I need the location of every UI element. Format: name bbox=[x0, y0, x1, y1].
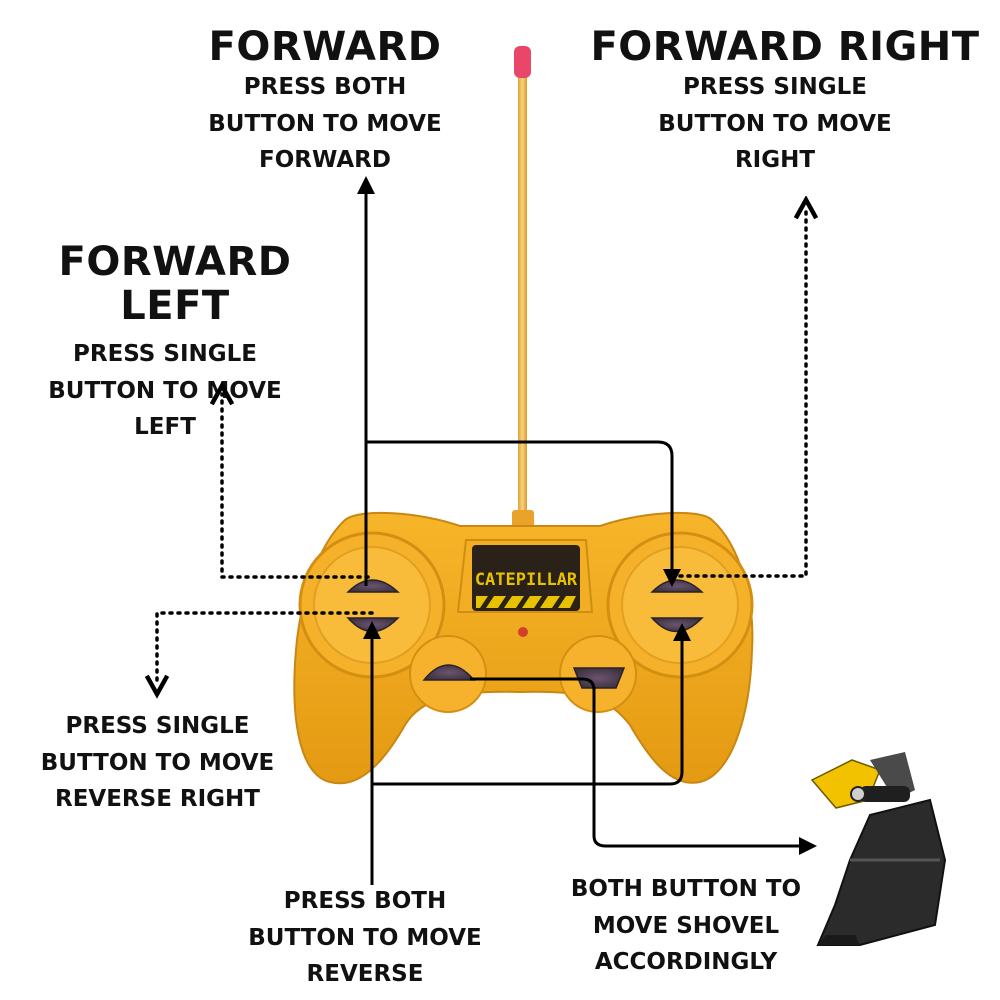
left-top-button[interactable] bbox=[346, 579, 400, 593]
forward-left-desc-line-3: LEFT bbox=[134, 414, 196, 440]
forward-right-desc-line-1: PRESS SINGLE bbox=[683, 74, 867, 100]
reverse-right-label: PRESS SINGLE BUTTON TO MOVE REVERSE RIGH… bbox=[20, 708, 295, 818]
reverse-label: PRESS BOTH BUTTON TO MOVE REVERSE bbox=[230, 883, 500, 993]
shovel-desc-line-1: BOTH BUTTON TO bbox=[570, 876, 802, 902]
forward-connector bbox=[366, 440, 681, 587]
shovel-bucket-image bbox=[810, 752, 947, 946]
brand-text: CATEPILLAR bbox=[475, 570, 578, 590]
forward-left-label: FORWARD LEFT PRESS SINGLE BUTTON TO MOVE… bbox=[0, 240, 350, 446]
antenna bbox=[512, 46, 534, 528]
forward-label: FORWARD PRESS BOTH BUTTON TO MOVE FORWAR… bbox=[190, 25, 460, 179]
shovel-right-button[interactable] bbox=[572, 667, 626, 689]
reverse-desc-line-3: REVERSE bbox=[306, 961, 424, 987]
forward-right-label: FORWARD RIGHT PRESS SINGLE BUTTON TO MOV… bbox=[585, 25, 985, 179]
forward-right-desc-line-3: RIGHT bbox=[734, 147, 816, 173]
forward-left-desc-line-2: BUTTON TO MOVE bbox=[48, 377, 282, 404]
forward-desc-line-1: PRESS BOTH bbox=[243, 74, 407, 100]
forward-right-arrow bbox=[678, 208, 806, 578]
solid-arrows bbox=[357, 176, 817, 885]
forward-right-desc-line-2: BUTTON TO MOVE bbox=[658, 110, 892, 137]
shovel-connector bbox=[470, 677, 817, 855]
forward-left-title: FORWARD LEFT bbox=[58, 239, 292, 329]
reverse-connector bbox=[372, 623, 691, 786]
reverse-desc-line-1: PRESS BOTH bbox=[283, 888, 447, 914]
hazard-stripes bbox=[476, 596, 576, 608]
forward-left-desc-line-1: PRESS SINGLE bbox=[73, 341, 257, 367]
shovel-desc-line-3: ACCORDINGLY bbox=[594, 949, 778, 975]
forward-right-title: FORWARD RIGHT bbox=[590, 24, 980, 70]
reverse-right-desc-line-3: REVERSE RIGHT bbox=[54, 786, 260, 812]
brand-badge: CATEPILLAR bbox=[472, 545, 580, 611]
reverse-right-desc-line-1: PRESS SINGLE bbox=[65, 713, 250, 739]
reverse-right-desc-line-2: BUTTON TO MOVE bbox=[40, 749, 275, 776]
shovel-desc-line-2: MOVE SHOVEL bbox=[592, 912, 780, 939]
reverse-desc-line-2: BUTTON TO MOVE bbox=[248, 924, 482, 951]
dotted-arrows bbox=[157, 208, 806, 686]
forward-desc-line-3: FORWARD bbox=[259, 147, 391, 173]
forward-left-arrow bbox=[222, 394, 370, 579]
forward-title: FORWARD bbox=[208, 24, 442, 70]
shovel-label: BOTH BUTTON TO MOVE SHOVEL ACCORDINGLY bbox=[555, 871, 817, 981]
reverse-right-arrow bbox=[157, 611, 374, 686]
forward-desc-line-2: BUTTON TO MOVE bbox=[208, 110, 442, 137]
